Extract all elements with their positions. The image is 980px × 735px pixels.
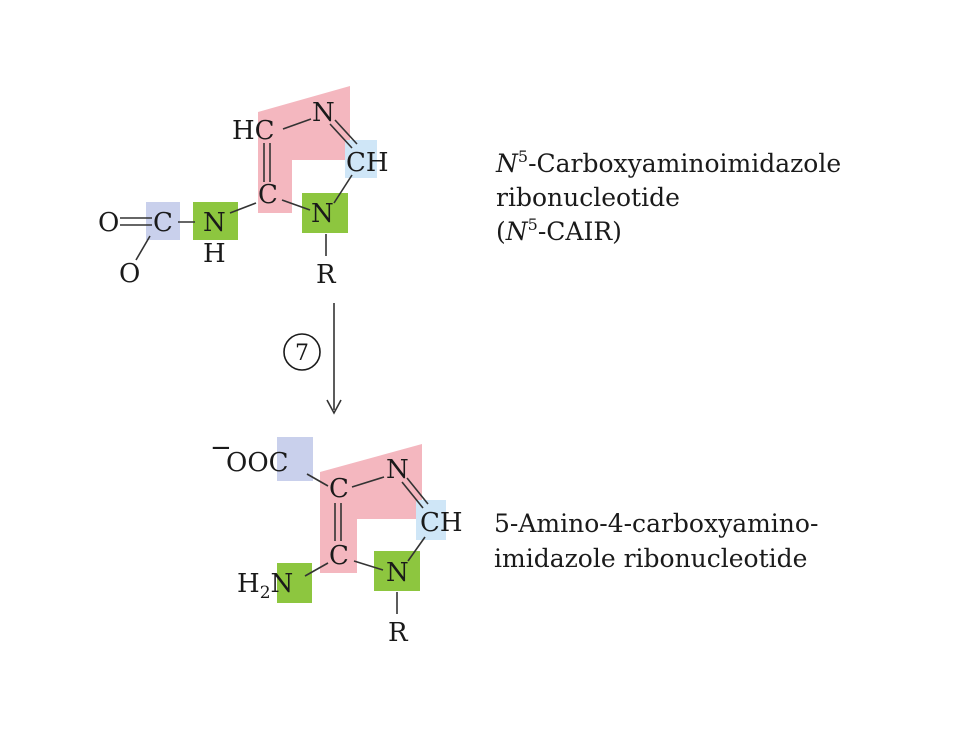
top-label-abbrev-sup: 5 — [528, 215, 538, 234]
step-number: 7 — [295, 341, 309, 366]
top-atom-amine-h: H — [203, 239, 226, 269]
bottom-molecule: − OOC C N CH C N R H2N 5-Amino-4-carboxy… — [210, 433, 818, 648]
bottom-atom-n-ring-top: N — [386, 455, 409, 485]
bottom-atom-n-ring: N — [386, 558, 409, 588]
top-label-abbrev: -CAIR) — [538, 217, 622, 246]
bottom-atom-ooc: OOC — [226, 448, 289, 478]
top-label-line1: N5-Carboxyaminoimidazole — [495, 147, 841, 178]
top-atom-n-ring: N — [311, 199, 334, 229]
top-ring-backbone-highlight — [258, 86, 350, 213]
top-label-paren: ( — [496, 217, 506, 246]
top-bond-c-n — [281, 199, 311, 211]
top-label-superscript: 5 — [518, 147, 528, 166]
top-molecule: HC N CH C N R O C N H O N5-Carboxyaminoi… — [98, 86, 841, 290]
reaction-step: 7 — [283, 303, 342, 415]
top-atom-c-carboxy: C — [153, 208, 173, 238]
top-label-n-italic: N — [495, 149, 519, 178]
top-carboxyl-highlight — [146, 202, 180, 240]
bottom-bond-c-nh2 — [304, 562, 329, 577]
top-label-line3: (N5-CAIR) — [496, 215, 622, 246]
top-bond-n-ch-b — [334, 119, 358, 145]
top-bond-hc-n — [282, 118, 312, 130]
bottom-atom-ch: CH — [420, 508, 463, 538]
top-bond-n-ch-a — [329, 123, 353, 149]
top-amine-n-highlight — [193, 202, 238, 240]
reaction-arrow-head — [326, 399, 342, 415]
bottom-label-line1: 5-Amino-4-carboxyamino- — [494, 509, 818, 538]
bottom-amine-n-highlight — [277, 563, 312, 603]
top-label-abbrev-n: N — [505, 217, 529, 246]
bottom-bond-ch-n — [407, 536, 426, 562]
top-atom-ch: CH — [346, 148, 389, 178]
bottom-bond-c-n-ring — [353, 560, 384, 571]
top-bond-ch-n — [333, 174, 353, 204]
top-atom-n-ring-top: N — [312, 98, 335, 128]
bottom-amine-h: H — [237, 569, 260, 599]
bottom-atom-minus: − — [210, 433, 232, 463]
top-ring-n-highlight — [302, 193, 348, 233]
top-atom-amine-n: N — [203, 208, 226, 238]
top-atom-r: R — [316, 260, 337, 290]
top-atom-o-double: O — [98, 208, 119, 238]
top-label-line2: ribonucleotide — [496, 183, 680, 212]
step-number-circle — [283, 333, 321, 371]
top-atom-hc: HC — [232, 116, 275, 146]
bottom-carboxyl-highlight — [277, 437, 313, 481]
bottom-atom-c-lower: C — [329, 541, 349, 571]
bottom-amine-n: N — [271, 569, 294, 599]
bottom-bond-n-ch-b — [406, 477, 429, 505]
bottom-bond-c-n — [351, 476, 385, 488]
top-bond-c-nh — [229, 202, 257, 214]
top-atom-c-ring: C — [258, 180, 278, 210]
bottom-bond-n-ch-a — [401, 481, 424, 509]
bottom-atom-amine: H2N — [237, 569, 293, 603]
top-label-name: -Carboxyaminoimidazole — [528, 149, 841, 178]
top-bond-c-o — [135, 235, 151, 261]
bottom-ring-n-highlight — [374, 551, 420, 591]
bottom-label-line2: imidazole ribonucleotide — [494, 544, 807, 573]
bottom-atom-r: R — [388, 618, 409, 648]
bottom-ring-backbone-highlight — [320, 444, 422, 573]
bottom-atom-c-upper: C — [329, 474, 349, 504]
bottom-amine-subscript: 2 — [260, 583, 271, 603]
bottom-bond-ooc-c — [306, 473, 329, 487]
top-atom-o-single: O — [119, 259, 140, 289]
